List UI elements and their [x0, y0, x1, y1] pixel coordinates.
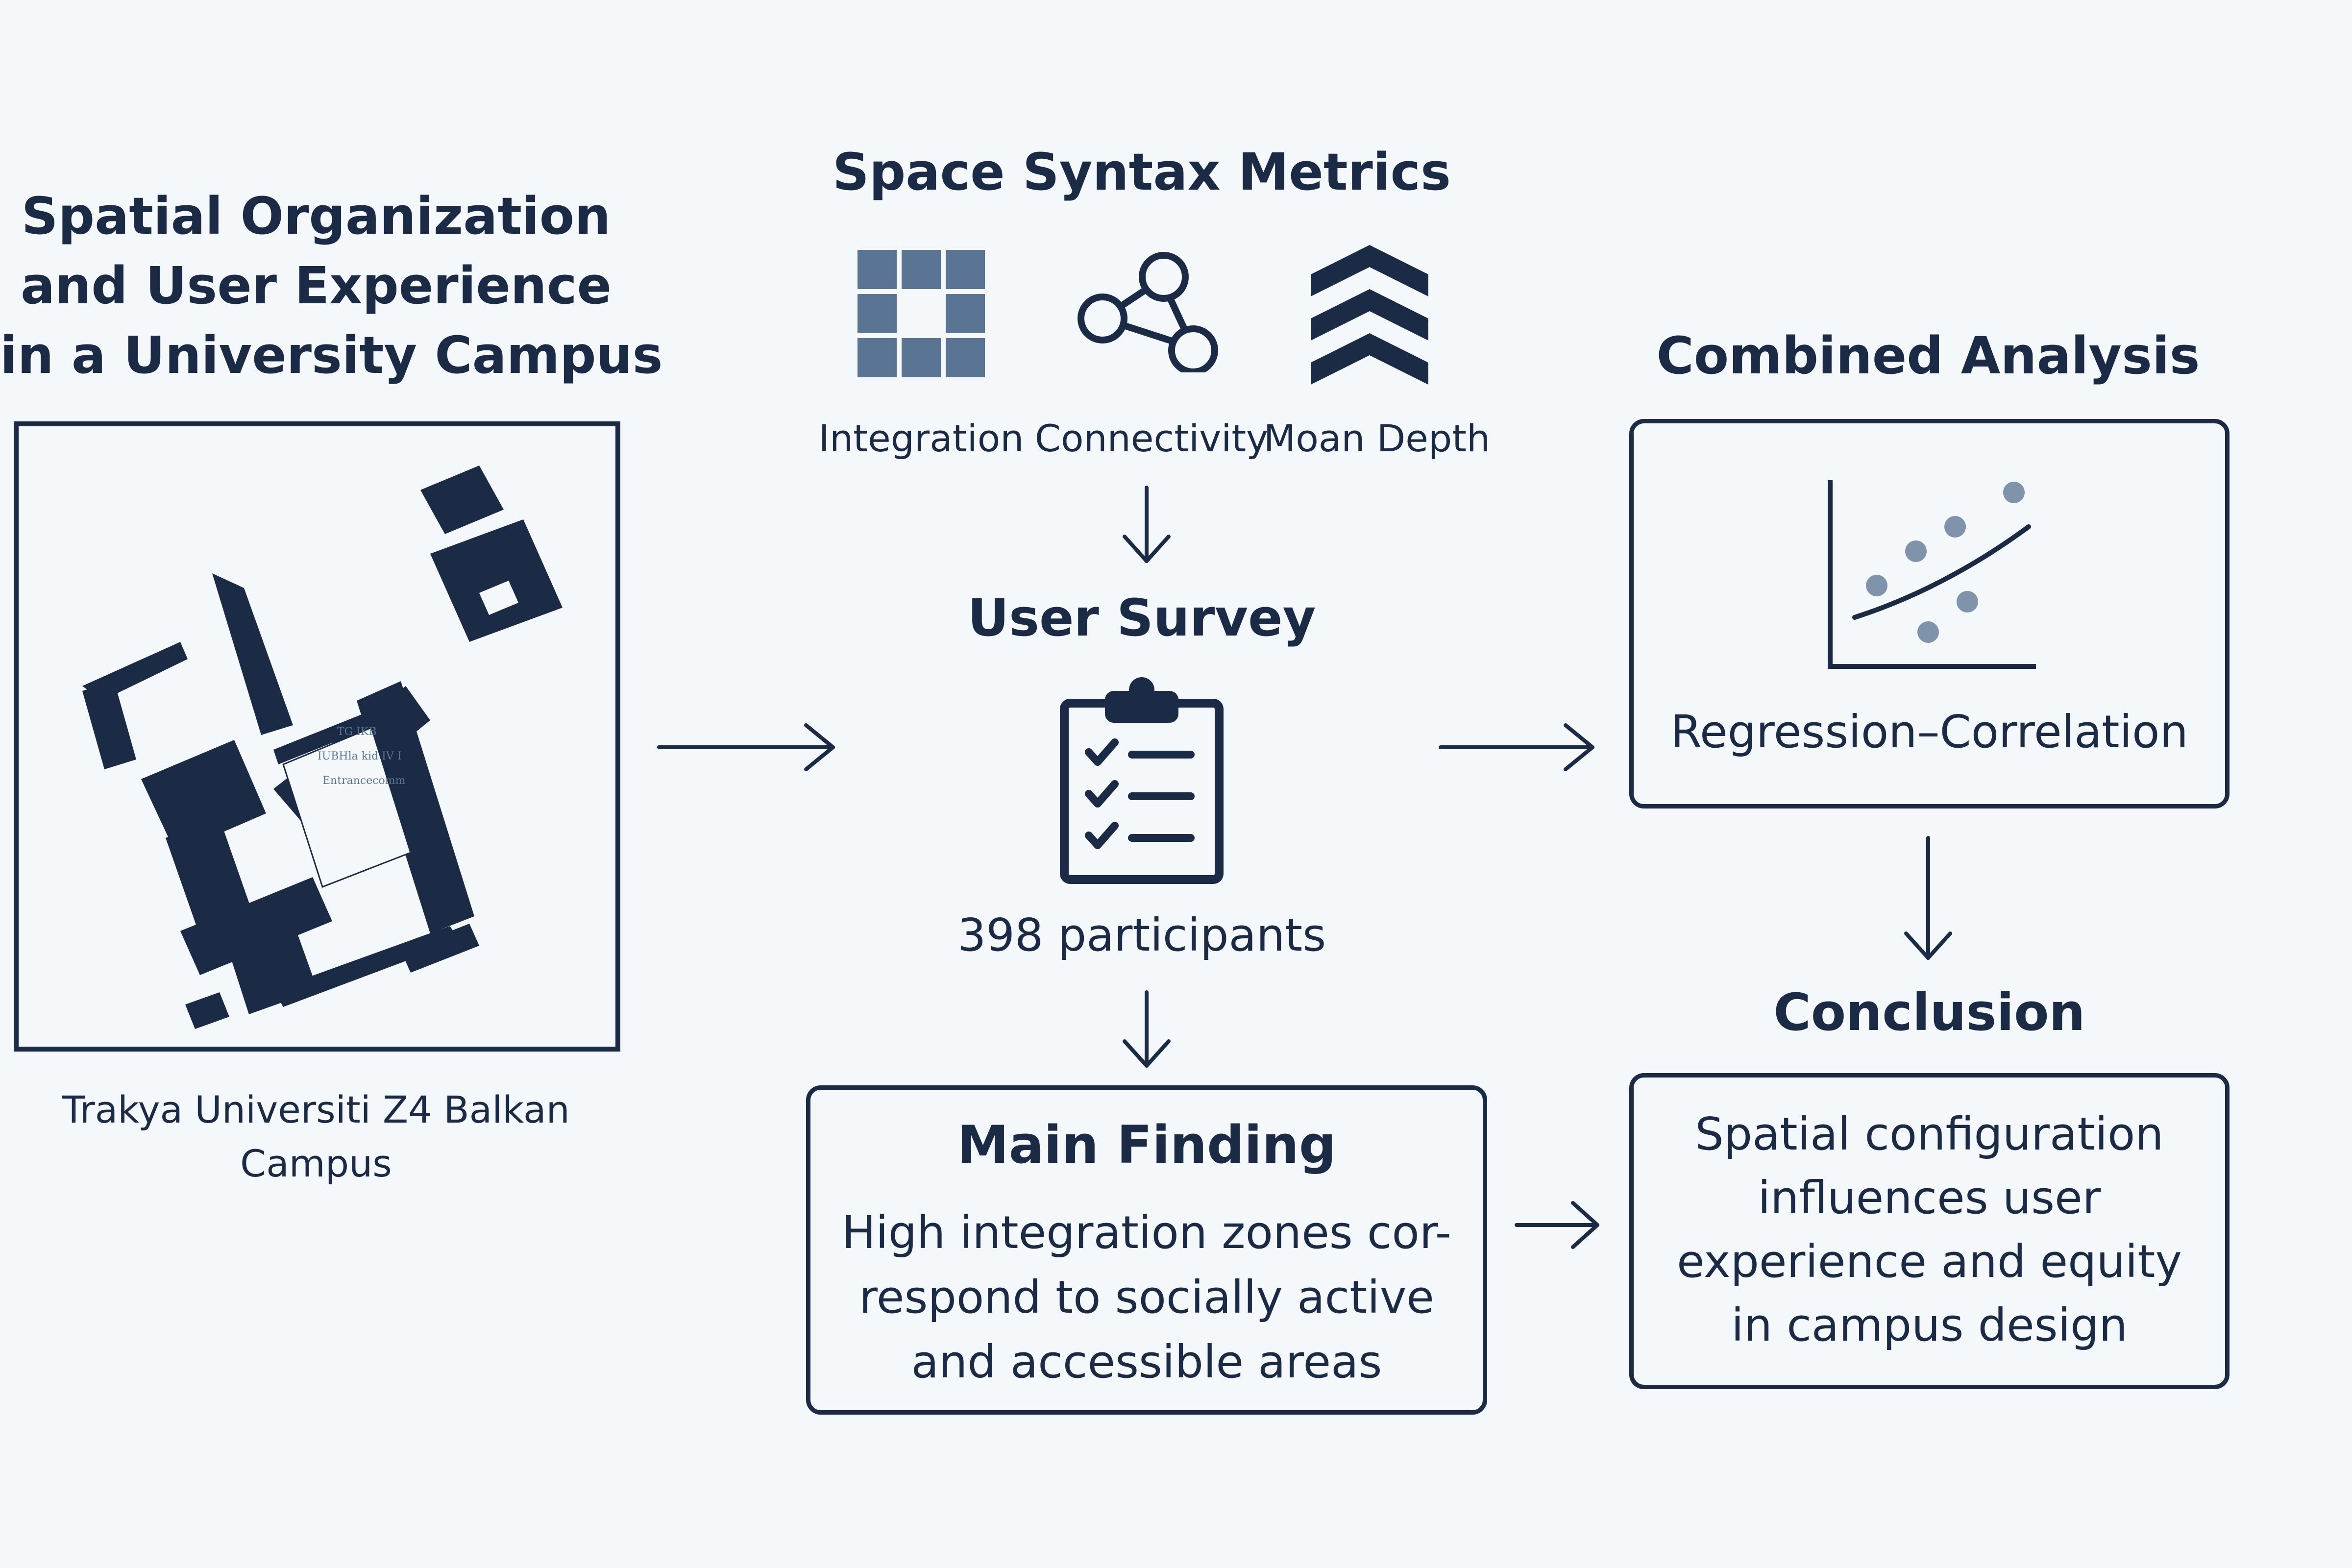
campus-title-line: Spatial Organization [21, 186, 611, 246]
campus-title-line: in a University Campus [0, 325, 663, 385]
arrow-campus-to-survey [657, 723, 835, 771]
campus-site-plan-icon: TG IKB IUBHla kid IV I Entrancecomm [82, 466, 563, 1029]
campus-caption: Trakya Universiti Z4 Balkan Campus [0, 1083, 632, 1191]
conclusion-line: in campus design [1731, 1299, 2128, 1351]
layers-chevron-icon [1311, 245, 1428, 385]
survey-participants: 398 participants [957, 909, 1326, 961]
campus-title: Spatial Organization and User Experience… [0, 181, 663, 390]
campus-map-frame: TG IKB IUBHla kid IV I Entrancecomm [14, 421, 620, 1052]
survey-title: User Survey [967, 588, 1316, 648]
main-finding-line: respond to socially active [859, 1271, 1434, 1323]
svg-text:TG IKB: TG IKB [337, 726, 377, 738]
main-finding-title: Main Finding [957, 1115, 1336, 1175]
main-finding-line: and accessible areas [911, 1336, 1382, 1388]
campus-title-line: and User Experience [20, 256, 612, 316]
arrow-survey-to-analysis [1439, 723, 1594, 771]
network-icon [1078, 252, 1218, 372]
campus-caption-line: Trakya Universiti Z4 Balkan [62, 1088, 570, 1131]
grid-icon [858, 250, 985, 377]
conclusion-line: Spatial configuration [1695, 1108, 2164, 1160]
main-finding-box [806, 1085, 1487, 1415]
svg-text:Entrancecomm: Entrancecomm [322, 775, 406, 787]
arrow-finding-to-conclusion [1515, 1201, 1599, 1249]
conclusion-text: Spatial configuration influences user ex… [1629, 1102, 2230, 1357]
main-finding-line: High integration zones cor- [842, 1206, 1451, 1259]
arrow-survey-to-finding [1123, 990, 1171, 1068]
metric-label-connectivity: Connectivity [1034, 416, 1269, 460]
scatter-regression-icon [1828, 480, 2036, 669]
metric-label-integration: Integration [818, 416, 1024, 460]
conclusion-title: Conclusion [1773, 982, 2085, 1042]
campus-caption-line: Campus [240, 1142, 392, 1185]
conclusion-box [1629, 1073, 2230, 1389]
arrow-analysis-to-conclusion [1904, 836, 1952, 960]
analysis-title: Combined Analysis [1656, 326, 2200, 386]
metric-label-mean-depth: Moan Depth [1263, 416, 1491, 460]
arrow-metrics-to-survey [1123, 486, 1171, 563]
conclusion-line: influences user [1758, 1172, 2101, 1224]
svg-text:IUBHla kid IV I: IUBHla kid IV I [318, 750, 401, 762]
metrics-title: Space Syntax Metrics [832, 142, 1451, 202]
conclusion-line: experience and equity [1677, 1235, 2182, 1288]
clipboard-checklist-icon [1060, 677, 1224, 884]
main-finding-text: High integration zones cor- respond to s… [806, 1200, 1487, 1395]
analysis-box [1629, 419, 2230, 808]
analysis-label: Regression–Correlation [1670, 706, 2188, 758]
